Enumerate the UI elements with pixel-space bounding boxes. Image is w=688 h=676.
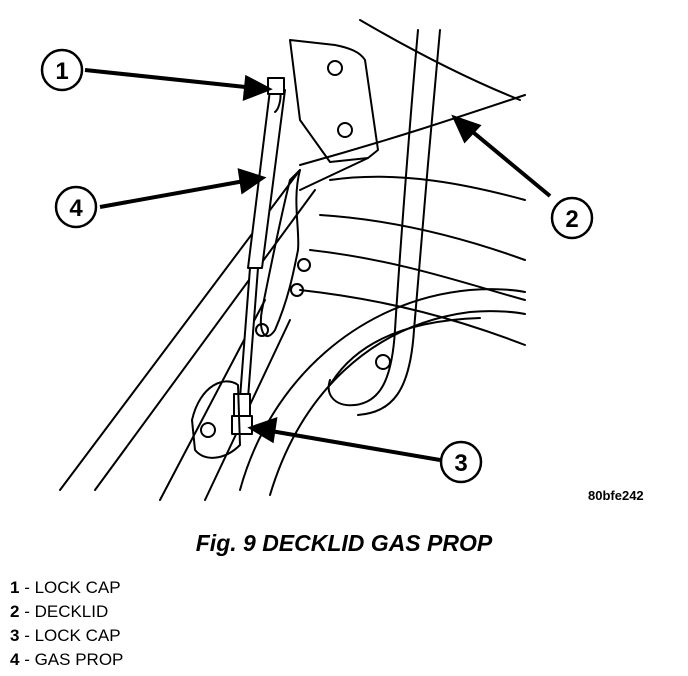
callout-3: 3 (439, 440, 483, 484)
decklid-panel-line-3 (309, 249, 526, 301)
leader-4 (99, 178, 251, 209)
plate-bolt-2 (290, 283, 304, 297)
decklid-gas-prop-illustration: 1 2 3 4 (40, 19, 594, 501)
legend-text: - LOCK CAP (19, 578, 121, 597)
legend-number: 4 (10, 650, 20, 669)
decklid-surface-top (359, 19, 521, 101)
callout-4-number: 4 (69, 195, 83, 222)
hinge-arm-outer (327, 29, 419, 407)
gas-prop-end-top (267, 77, 285, 95)
legend-text: - GAS PROP (19, 650, 124, 669)
legend-number: 3 (10, 626, 20, 645)
decklid-panel-line-2 (319, 214, 526, 261)
arch-bolt (375, 354, 391, 370)
figure-caption: Fig. 9 DECKLID GAS PROP (195, 530, 493, 556)
arrowhead-3 (247, 417, 278, 444)
callout-1-number: 1 (55, 58, 68, 85)
hinge-link (299, 157, 369, 191)
legend-text: - LOCK CAP (19, 626, 121, 645)
decklid-panel-line (329, 175, 526, 201)
decklid-surface-curve (299, 94, 526, 166)
legend: 1 - LOCK CAP 2 - DECKLID 3 - LOCK CAP 4 … (10, 576, 123, 672)
hinge-arm-inner (357, 29, 441, 416)
wheel-arch-inner (269, 310, 526, 496)
arrowhead-4 (237, 168, 267, 195)
leader-3 (264, 428, 441, 462)
legend-text: - DECKLID (19, 602, 109, 621)
legend-item: 1 - LOCK CAP (10, 576, 123, 600)
striker-plate (259, 169, 301, 338)
legend-item: 3 - LOCK CAP (10, 624, 123, 648)
legend-item: 2 - DECKLID (10, 600, 123, 624)
callout-3-number: 3 (454, 450, 467, 477)
arrowhead-2 (451, 114, 482, 144)
leader-1 (84, 68, 256, 90)
wheel-arch-lip (329, 317, 481, 386)
arrowhead-1 (242, 74, 273, 102)
callout-2-number: 2 (565, 206, 578, 233)
lower-bracket-bolt (200, 422, 216, 438)
legend-item: 4 - GAS PROP (10, 648, 123, 672)
hinge-bolt-bottom (337, 122, 353, 138)
hinge-bracket (289, 39, 379, 163)
lower-bracket (191, 380, 241, 459)
figure-code: 80bfe242 (588, 488, 644, 503)
leader-2 (466, 126, 552, 198)
inner-panel-line (299, 289, 526, 346)
callout-2: 2 (550, 196, 594, 240)
legend-number: 1 (10, 578, 20, 597)
legend-number: 2 (10, 602, 20, 621)
bracket-bolt-mid (255, 323, 269, 337)
callout-1: 1 (40, 48, 84, 92)
trunk-edge-left-inner (94, 189, 316, 491)
plate-bolt (297, 258, 311, 272)
hinge-bolt-top (327, 60, 343, 76)
callout-4: 4 (54, 185, 98, 229)
lower-lock-cap (231, 415, 253, 435)
